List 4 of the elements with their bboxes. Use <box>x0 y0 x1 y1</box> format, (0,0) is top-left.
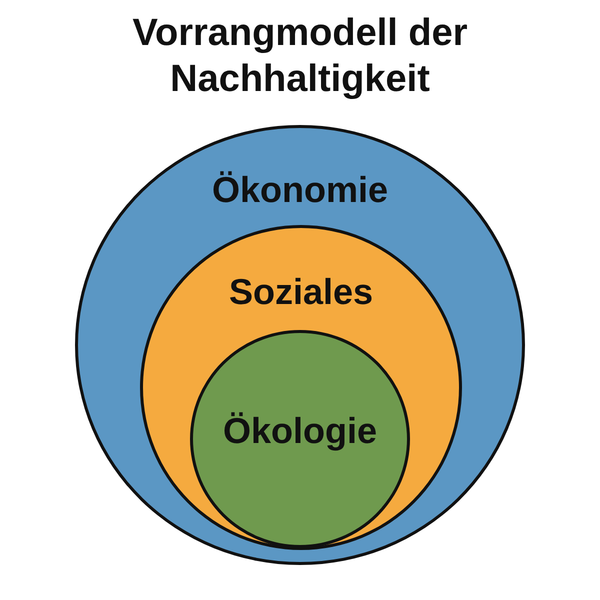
circle-label: Soziales <box>228 271 374 313</box>
title: Vorrangmodell der Nachhaltigkeit <box>131 11 469 102</box>
circle-label: Ökologie <box>222 410 378 452</box>
circle-label: Ökonomie <box>212 169 388 211</box>
